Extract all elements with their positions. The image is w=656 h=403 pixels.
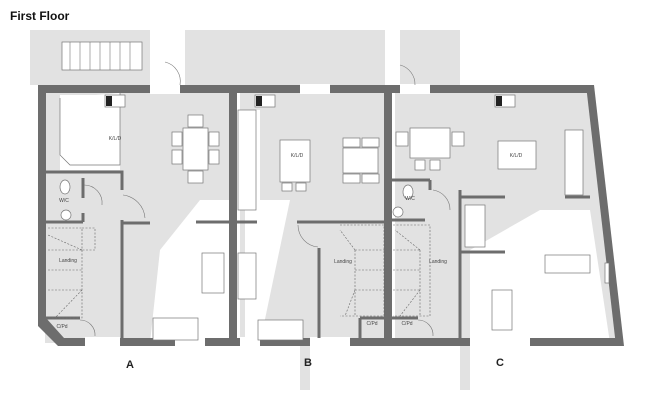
- room-label-b-landing: Landing: [334, 259, 352, 265]
- room-label-b-kld: K/L/D: [291, 153, 304, 159]
- unit-label-a: A: [126, 359, 134, 371]
- room-label-a-wc: W/C: [59, 198, 69, 204]
- furniture-unit-c: [392, 94, 610, 331]
- room-label-a-kld: K/L/D: [109, 136, 122, 142]
- room-label-a-cpd: C/Pd: [56, 324, 67, 330]
- room-label-a-landing: Landing: [59, 258, 77, 264]
- room-label-c-cpd: C/Pd: [401, 321, 412, 327]
- room-label-c-landing: Landing: [429, 259, 447, 265]
- room-labels: K/L/D W/C Landing C/Pd K/L/D Landing C/P…: [56, 136, 522, 330]
- furniture-unit-b: [237, 94, 385, 341]
- unit-label-b: B: [304, 357, 312, 369]
- interior-walls: [46, 170, 590, 338]
- outer-walls: [38, 84, 624, 347]
- doors: [79, 61, 451, 337]
- room-label-b-cpd: C/Pd: [366, 321, 377, 327]
- unit-label-c: C: [496, 357, 504, 369]
- room-label-c-kld: K/L/D: [510, 153, 523, 159]
- furniture-unit-a: [47, 93, 225, 341]
- room-label-c-wc: W/C: [405, 196, 415, 202]
- upper-stair: [61, 41, 143, 71]
- floor-title: First Floor: [10, 9, 70, 23]
